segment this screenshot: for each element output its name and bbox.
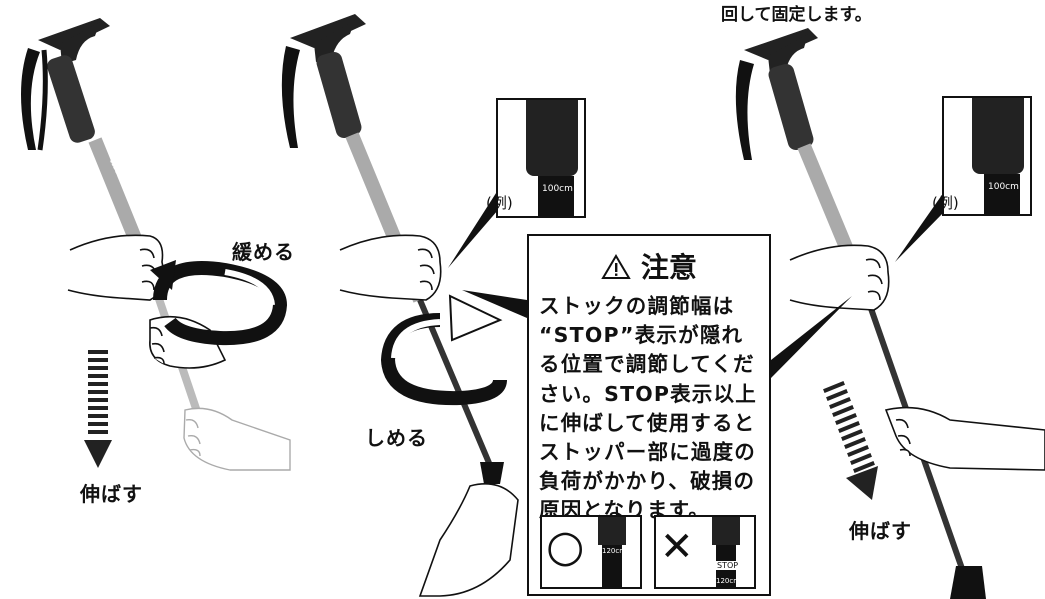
inset-tube [972,98,1024,174]
top-caption: 回して固定します。 [721,5,872,25]
pole-middle [281,14,504,484]
inset-shaft [984,174,1020,214]
label-extend-right: 伸ばす [849,519,912,543]
circle-mark-icon: ○ [546,521,585,572]
warning-icon [601,254,631,279]
label-tighten: しめる [365,426,428,450]
cross-mark-icon: ✕ [660,524,694,570]
mini-length-text: 120cm [716,577,741,585]
hand-right-upper [789,244,890,311]
notice-line: 負荷がかかり、破損の [539,469,756,494]
mini-tube [712,517,740,545]
notice-line: に伸ばして使用すると [539,410,756,435]
inset-example-middle: (例) [486,194,513,212]
mini-length-text: 120cm [602,547,627,555]
incorrect-example-box: ✕ STOP 120cm [654,515,756,589]
notice-line: ストックの調節幅は [539,294,735,318]
hand-middle-upper [339,234,442,301]
callout-wedge-middle [448,190,498,268]
callout-wedge-notice-left [462,290,527,318]
inset-shaft [538,176,574,216]
inset-length-text: 100cm [542,184,573,194]
hand-right-lower [884,406,1045,471]
correct-example-box: ○ 120cm [540,515,642,589]
hand-middle-lower [418,483,519,597]
notice-line: る位置で調節してくだ [539,352,755,377]
callout-wedge-notice-right [771,296,852,378]
inset-tube [526,100,578,176]
stop-label: STOP [716,561,740,570]
inset-length-text: 100cm [988,182,1019,192]
inset-example-right: (例) [932,194,959,212]
notice-line: ストッパー部に過度の [539,440,756,465]
notice-title: 注意 [640,251,697,284]
notice-title-row: 注意 [529,246,769,286]
notice-line: さい。STOP表示以上 [539,381,757,406]
inset-length-mark-middle: 100cm [496,98,586,218]
hand-left-bottom [183,407,291,471]
extend-arrow-right [823,381,878,500]
label-extend-left: 伸ばす [80,482,143,506]
notice-body: ストックの調節幅は “STOP”表示が隠れ る位置で調節してくだ さい。STOP… [539,292,767,526]
inset-length-mark-right: 100cm [942,96,1032,216]
tighten-arrow [380,294,507,406]
label-loosen: 緩める [232,240,295,264]
loosen-arrow [150,260,288,346]
mini-tube [598,517,626,545]
mini-shaft [602,545,622,587]
callout-wedge-right [895,192,944,262]
pole-left [21,18,214,452]
hand-left-upper [67,234,165,301]
notice-line: “STOP”表示が隠れ [539,323,744,348]
extend-arrow-left [84,350,112,468]
